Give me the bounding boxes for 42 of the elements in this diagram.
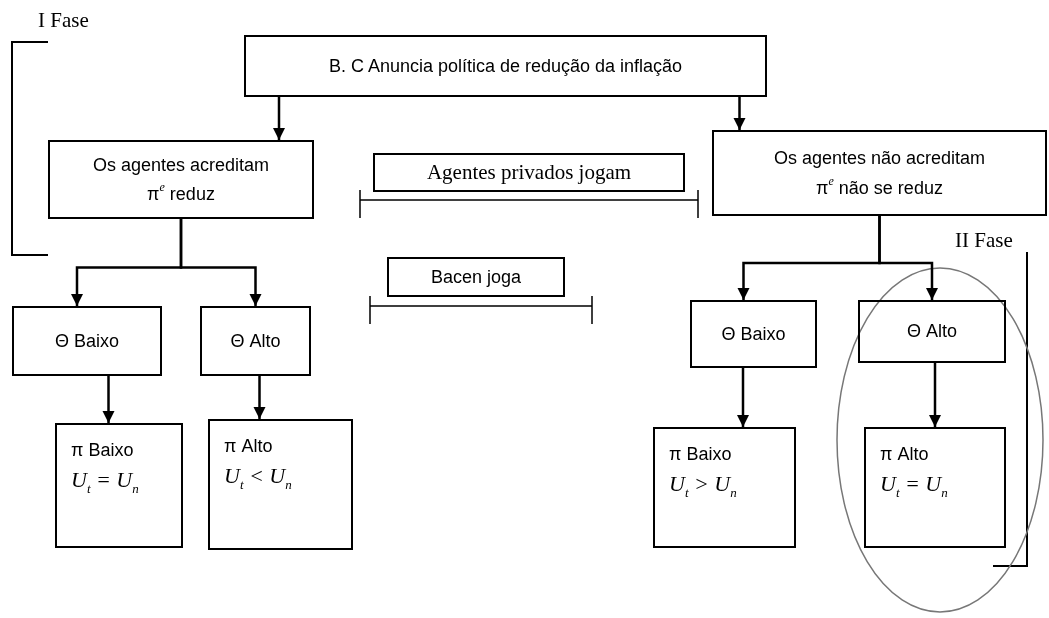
- arrow: [736, 368, 750, 427]
- box-text: U$_{t}$ < U$_{n}$: [224, 461, 292, 493]
- box-text: Θ Baixo: [721, 322, 786, 346]
- box-text: π Baixo: [669, 443, 732, 466]
- process-box: [55, 423, 183, 548]
- box-text: Os agentes acreditam: [92, 153, 270, 176]
- box-text: Θ Baixo: [55, 329, 119, 353]
- box-text: B. C Anuncia política de redução da inflação: [328, 54, 683, 78]
- box-text: Θ Alto: [907, 320, 957, 343]
- process-box: [690, 300, 817, 368]
- box-text: U$_{t}$ = U$_{n}$: [880, 469, 948, 501]
- process-box: [244, 35, 767, 97]
- process-box: [864, 427, 1006, 548]
- process-box: [208, 419, 353, 550]
- arrow: [253, 376, 266, 419]
- box-text: Θ Alto: [230, 329, 281, 353]
- box-text: Bacen joga: [430, 265, 522, 289]
- box-text: π Baixo: [71, 439, 134, 462]
- process-box: [387, 257, 565, 297]
- box-text: π Alto: [224, 435, 273, 458]
- arrow: [928, 363, 942, 427]
- phase-label: I Fase: [38, 8, 89, 33]
- box-text: π$^{e}$ reduz: [147, 180, 215, 206]
- process-box: [858, 300, 1006, 363]
- arrow: [878, 216, 939, 300]
- process-box: [373, 153, 685, 192]
- process-box: [653, 427, 796, 548]
- box-text: π$^{e}$ não se reduz: [816, 173, 943, 199]
- phase-label: II Fase: [955, 228, 1013, 253]
- process-box: [712, 130, 1047, 216]
- box-text: Agentes privados jogam: [426, 159, 632, 186]
- box-text: Os agentes não acreditam: [773, 147, 986, 170]
- arrow: [179, 219, 262, 306]
- process-box: [200, 306, 311, 376]
- box-text: U$_{t}$ > U$_{n}$: [669, 469, 737, 501]
- box-text: π Alto: [880, 443, 929, 466]
- arrow: [272, 97, 286, 140]
- process-box: [48, 140, 314, 219]
- arrow: [102, 376, 115, 423]
- arrow: [733, 97, 746, 130]
- box-text: U$_{t}$ = U$_{n}$: [71, 465, 139, 497]
- process-box: [12, 306, 162, 376]
